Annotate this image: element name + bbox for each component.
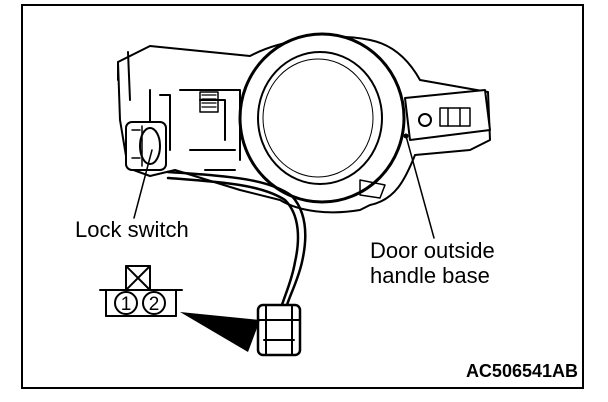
pin-2-circle — [142, 291, 166, 315]
pin-1-circle — [114, 291, 138, 315]
label-handle-base: handle base — [370, 263, 490, 288]
pin-2-label: 2 — [149, 294, 160, 315]
harness-wire-a — [166, 176, 300, 307]
spring — [199, 91, 219, 113]
connector-plug — [256, 303, 302, 357]
leader-door-base — [405, 135, 435, 239]
harness-wire-b — [166, 170, 307, 307]
label-door-outside: Door outside — [370, 238, 495, 263]
connector-view-wedge — [180, 312, 260, 352]
pin-1-label: 1 — [121, 294, 132, 315]
figure-code: AC506541AB — [465, 361, 578, 381]
leader-lock-switch — [133, 149, 153, 219]
label-lock-switch: Lock switch — [75, 217, 189, 242]
figure-border — [21, 4, 584, 389]
